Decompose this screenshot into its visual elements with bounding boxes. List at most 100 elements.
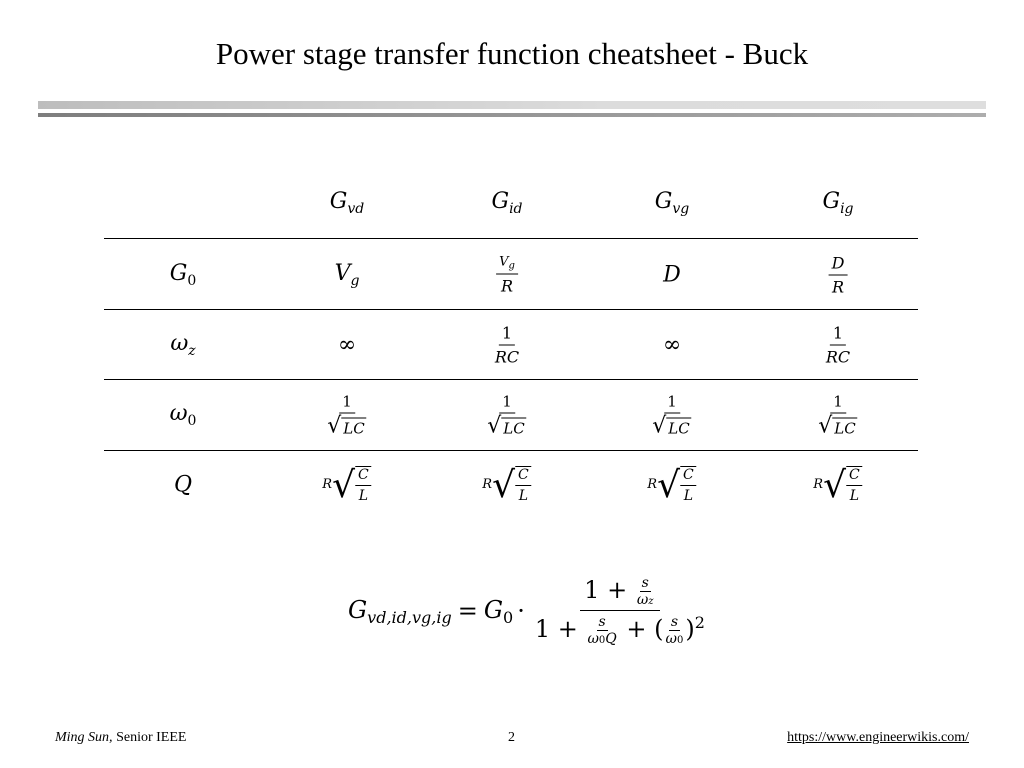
fraction: 1√LC bbox=[649, 393, 694, 438]
fraction: 1√LC bbox=[324, 393, 369, 438]
radical-sign: √ bbox=[487, 413, 502, 439]
symbol-base: ω bbox=[170, 331, 189, 356]
denominator: RC bbox=[494, 347, 520, 367]
denominator: L bbox=[849, 488, 860, 504]
dot-operator: · bbox=[517, 597, 525, 625]
numerator: 1 bbox=[499, 393, 515, 414]
symbol-subscript: g bbox=[350, 273, 360, 289]
radical-sign: √ bbox=[818, 413, 833, 439]
row-label: G0 bbox=[170, 261, 197, 289]
denominator: R bbox=[831, 277, 845, 297]
header-divider-dark bbox=[38, 113, 986, 117]
denominator: R bbox=[500, 276, 514, 296]
table-cell: ∞ bbox=[338, 333, 356, 358]
symbol-subscript: id bbox=[509, 201, 523, 217]
radicand: LC bbox=[666, 417, 692, 438]
square-root: √LC bbox=[327, 415, 367, 438]
r-factor: R bbox=[322, 477, 333, 492]
numerator-text: 1 bbox=[832, 323, 844, 343]
table-cell: 1√LC bbox=[324, 393, 369, 438]
table-cell: D bbox=[663, 263, 681, 288]
r-factor: R bbox=[482, 477, 493, 492]
numerator: 1 bbox=[339, 393, 355, 414]
math-symbol: Gvd bbox=[330, 189, 364, 217]
column-header: Gig bbox=[822, 189, 853, 217]
math-symbol: Gid bbox=[491, 189, 522, 217]
math-symbol: Gvg bbox=[655, 189, 689, 217]
radical-sign: √ bbox=[492, 465, 516, 506]
radicand: LC bbox=[501, 417, 527, 438]
symbol-base: D bbox=[663, 262, 681, 288]
symbol-subscript: 0 bbox=[187, 413, 197, 429]
numerator: C bbox=[355, 467, 372, 486]
math-symbol: D bbox=[663, 263, 681, 288]
numerator: 1 bbox=[829, 323, 847, 346]
denominator: L bbox=[358, 488, 369, 504]
symbol-base: G bbox=[654, 189, 673, 214]
numerator: 1 bbox=[664, 393, 680, 414]
table-cell: 1√LC bbox=[649, 393, 694, 438]
numerator: C bbox=[846, 467, 863, 486]
math-symbol: ωz bbox=[170, 331, 195, 359]
symbol-base: G bbox=[169, 261, 188, 286]
row-label: ω0 bbox=[170, 401, 197, 429]
r-factor: R bbox=[813, 477, 824, 492]
math-symbol: ∞ bbox=[338, 333, 356, 358]
numerator: D bbox=[828, 253, 848, 276]
slide-title: Power stage transfer function cheatsheet… bbox=[215, 36, 809, 71]
fraction: 1√LC bbox=[815, 393, 860, 438]
symbol-base: ∞ bbox=[337, 332, 357, 358]
math-symbol: G0 bbox=[170, 261, 197, 289]
denominator: √LC bbox=[649, 414, 694, 438]
numerator-text: 1 bbox=[501, 323, 513, 343]
symbol-subscript: vg bbox=[672, 201, 690, 217]
numerator-text: D bbox=[831, 253, 845, 273]
radical-sign: √ bbox=[823, 465, 847, 506]
numerator-subscript: g bbox=[508, 260, 515, 272]
row-label: Q bbox=[174, 473, 192, 498]
numerator: C bbox=[515, 467, 532, 486]
header-divider-light bbox=[38, 101, 986, 109]
formula-lhs: Gvd,id,vg,ig bbox=[348, 595, 452, 627]
radical-sign: √ bbox=[652, 413, 667, 439]
column-header: Gvd bbox=[330, 189, 364, 217]
numerator-text: V bbox=[499, 254, 509, 270]
page-number: 2 bbox=[508, 730, 515, 745]
symbol-subscript: 0 bbox=[187, 273, 197, 289]
denominator: √LC bbox=[324, 414, 369, 438]
math-symbol: Gig bbox=[822, 189, 853, 217]
radical-sign: √ bbox=[332, 465, 356, 506]
square-root: √LC bbox=[487, 413, 527, 439]
symbol-base: G bbox=[822, 189, 841, 214]
denominator: L bbox=[518, 488, 529, 504]
r-factor: R bbox=[647, 477, 658, 492]
numerator: 1 bbox=[498, 323, 516, 346]
column-header: Gid bbox=[491, 189, 522, 217]
website-link[interactable]: https://www.engineerwikis.com/ bbox=[787, 730, 969, 745]
denominator: √LC bbox=[815, 414, 860, 438]
row-label: ωz bbox=[170, 331, 195, 359]
symbol-subscript: vd bbox=[347, 201, 365, 217]
denominator: RC bbox=[825, 347, 851, 367]
table-cell: Vg bbox=[335, 261, 360, 289]
symbol-subscript: ig bbox=[840, 201, 854, 217]
equals-sign: = bbox=[457, 597, 478, 625]
table-rule bbox=[104, 309, 918, 310]
